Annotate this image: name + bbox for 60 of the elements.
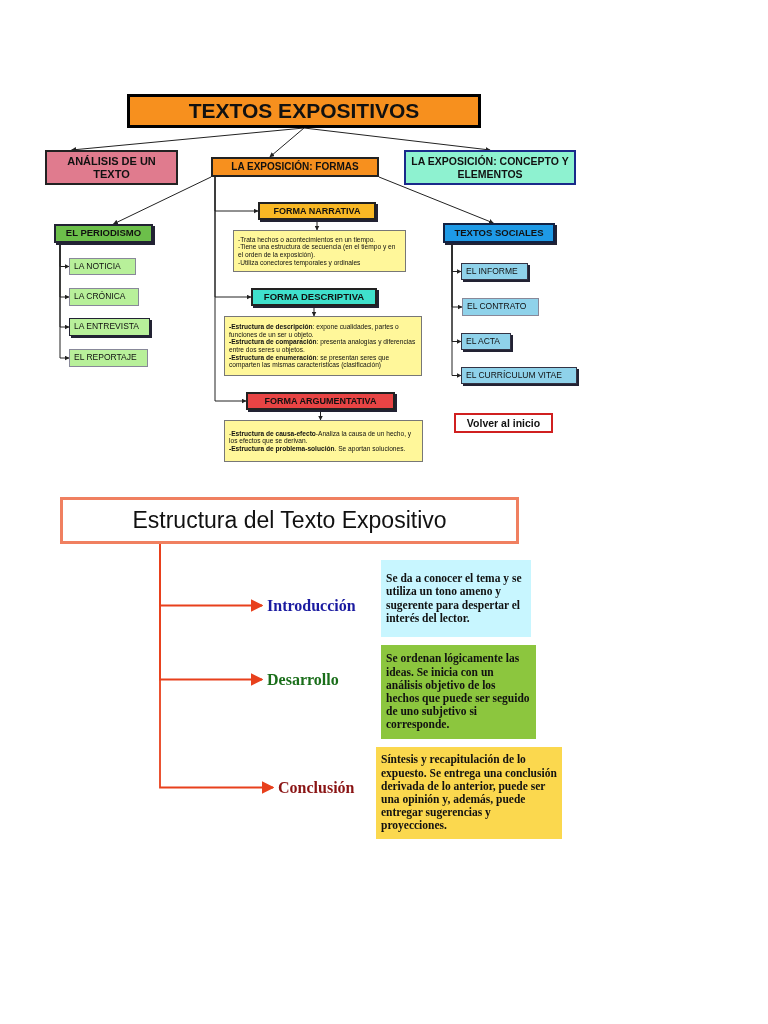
item-box xyxy=(69,318,150,336)
description-box xyxy=(381,560,531,637)
item-box xyxy=(461,333,511,350)
box-label: TEXTOS SOCIALES xyxy=(453,227,545,239)
item-box xyxy=(461,263,528,280)
box-label: LA ENTREVISTA xyxy=(74,322,141,332)
arrow xyxy=(318,409,323,421)
form-box xyxy=(251,288,377,306)
arrow xyxy=(159,543,275,794)
box-label: Estructura del Texto Expositivo xyxy=(131,507,448,534)
box-label: EL REPORTAJE xyxy=(74,353,138,363)
box-label: Volver al inicio xyxy=(465,416,542,430)
arrow xyxy=(451,242,462,378)
box-label: FORMA NARRATIVA xyxy=(272,205,362,217)
box-label: LA EXPOSICIÓN: FORMAS xyxy=(230,161,360,173)
box-label: TEXTOS EXPOSITIVOS xyxy=(187,98,421,124)
box-label: Se da a conocer el tema y se utiliza un tono ameno y sugerente para despertar el interés del lector. xyxy=(386,572,523,625)
title-box xyxy=(127,94,481,128)
box-label: ANÁLISIS DE UN TEXTO xyxy=(66,154,157,181)
back-button xyxy=(454,413,553,433)
description-box xyxy=(224,316,422,376)
box-label: LA EXPOSICIÓN: CONCEPTO Y ELEMENTOS xyxy=(410,155,570,180)
form-box xyxy=(246,392,395,410)
description-box xyxy=(376,747,562,839)
arrow xyxy=(269,127,305,158)
topic-box xyxy=(211,157,379,177)
description-box xyxy=(224,420,423,462)
item-box xyxy=(69,258,136,275)
box-label: LA CRÓNICA xyxy=(74,292,127,302)
box-label: Síntesis y recapitulación de lo expuesto. Se entrega una conclusión derivada de lo anterior, puede ser una opinión y, además, puede entregar sugerencias y proyecciones. xyxy=(381,753,557,833)
category-box xyxy=(443,223,555,243)
item-box xyxy=(462,298,539,316)
item-box xyxy=(69,349,148,367)
item-box xyxy=(461,367,577,384)
box-label: LA NOTICIA xyxy=(74,261,122,272)
box-label: EL CURRÍCULUM VITAE xyxy=(466,370,563,381)
box-label: EL INFORME xyxy=(466,266,519,277)
section-heading: Desarrollo xyxy=(267,671,340,690)
description-box xyxy=(381,645,536,739)
topic-box xyxy=(45,150,178,185)
item-box xyxy=(69,288,139,306)
arrow xyxy=(214,176,247,404)
category-box xyxy=(54,224,153,243)
section-heading: Introducción xyxy=(267,597,357,616)
topic-box xyxy=(404,150,576,185)
arrow xyxy=(112,176,212,225)
arrow xyxy=(59,242,70,361)
box-label: EL CONTRATO xyxy=(467,302,528,312)
arrow xyxy=(311,305,317,317)
form-box xyxy=(258,202,376,220)
box-label: FORMA ARGUMENTATIVA xyxy=(263,395,378,407)
box-label: EL PERIODISMO xyxy=(64,228,143,239)
arrow xyxy=(378,176,494,224)
box-label: EL ACTA xyxy=(466,336,501,347)
section-heading: Conclusión xyxy=(278,779,356,798)
heading-box xyxy=(60,497,519,544)
arrow xyxy=(314,219,320,231)
box-label: FORMA DESCRIPTIVA xyxy=(262,291,366,303)
box-label: Se ordenan lógicamente las ideas. Se inicia con un análisis objetivo de los hechos que puede ser seguido de uno subjetivo si corresponde. xyxy=(386,652,531,732)
description-box xyxy=(233,230,406,272)
